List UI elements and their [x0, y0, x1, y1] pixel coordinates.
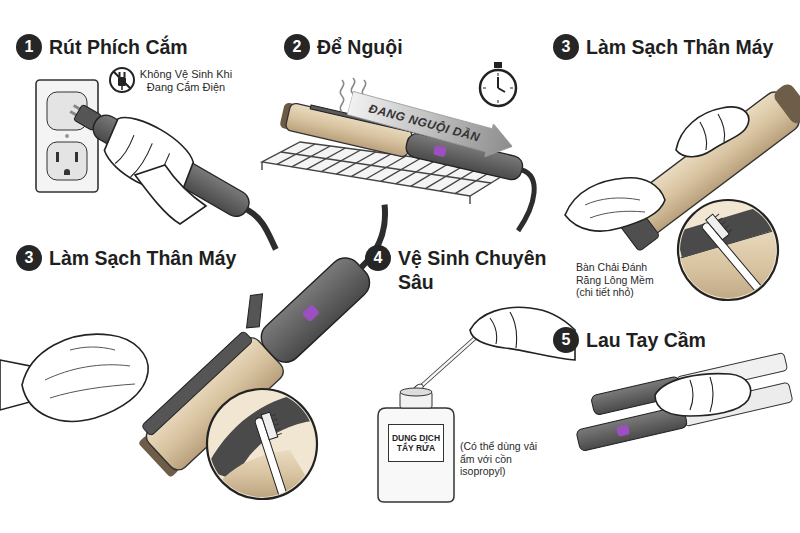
step-node: 2 Để Nguội: [284, 34, 403, 60]
bottle-tag: DUNG DỊCH TẨY RỬA: [388, 424, 444, 462]
hand: [655, 374, 751, 416]
step-number: 3: [553, 34, 579, 60]
step-heading: Rút Phích Cắm: [49, 34, 188, 59]
styling-iron-handle: [569, 352, 795, 452]
finger-lines: [700, 114, 725, 150]
cloth-folds: [585, 198, 645, 218]
step-node: 3 Làm Sạch Thân Máy: [553, 34, 773, 60]
step-number: 4: [365, 245, 391, 271]
note-label: (Có thể dùng vải ẩm với cồn isopropyl): [460, 440, 540, 478]
finger-lines: [490, 312, 517, 348]
curling-iron-plugged: [56, 86, 298, 259]
step-node: 5 Lau Tay Cầm: [553, 327, 706, 353]
cloth: [565, 178, 665, 231]
note-label: Không Vệ Sinh Khi Đang Cắm Điện: [134, 68, 238, 94]
magnifier-inset: [676, 200, 790, 310]
hand: [676, 107, 749, 157]
step-number: 5: [553, 327, 579, 353]
step-heading: Làm Sạch Thân Máy: [586, 34, 773, 59]
step-node: 3 Làm Sạch Thân Máy: [16, 245, 236, 271]
step-heading: Làm Sạch Thân Máy: [49, 245, 236, 270]
cloth-folds: [45, 347, 135, 398]
finger-lines: [690, 377, 713, 412]
bottle: [378, 388, 454, 502]
step-node: 4 Vệ Sinh Chuyên Sâu: [365, 245, 558, 294]
step-heading: Vệ Sinh Chuyên Sâu: [398, 245, 558, 294]
magnifier-inset: [205, 389, 320, 510]
wall-outlet: [36, 80, 98, 192]
curling-iron-bottom: [117, 186, 423, 479]
tag-text: DUNG DỊCH TẨY RỬA: [389, 433, 443, 453]
step-heading: Để Nguội: [317, 34, 403, 59]
no-plug-icon: [110, 68, 134, 92]
curling-iron-cooling: [269, 89, 545, 232]
step-number: 3: [16, 245, 42, 271]
step-heading: Lau Tay Cầm: [586, 327, 706, 352]
cloth: [22, 334, 148, 421]
step-number: 2: [284, 34, 310, 60]
stopwatch: [480, 62, 516, 106]
arrow-outline: [346, 87, 517, 163]
step-node: 1 Rút Phích Cắm: [16, 34, 188, 60]
arrow-band: ĐANG NGUỘI DẦN: [346, 87, 517, 163]
step-number: 1: [16, 34, 42, 60]
wrist: [135, 165, 206, 224]
cotton-swab: [411, 330, 484, 396]
note-label: Bàn Chải Đánh Răng Lông Mềm (chi tiết nh…: [576, 261, 672, 299]
